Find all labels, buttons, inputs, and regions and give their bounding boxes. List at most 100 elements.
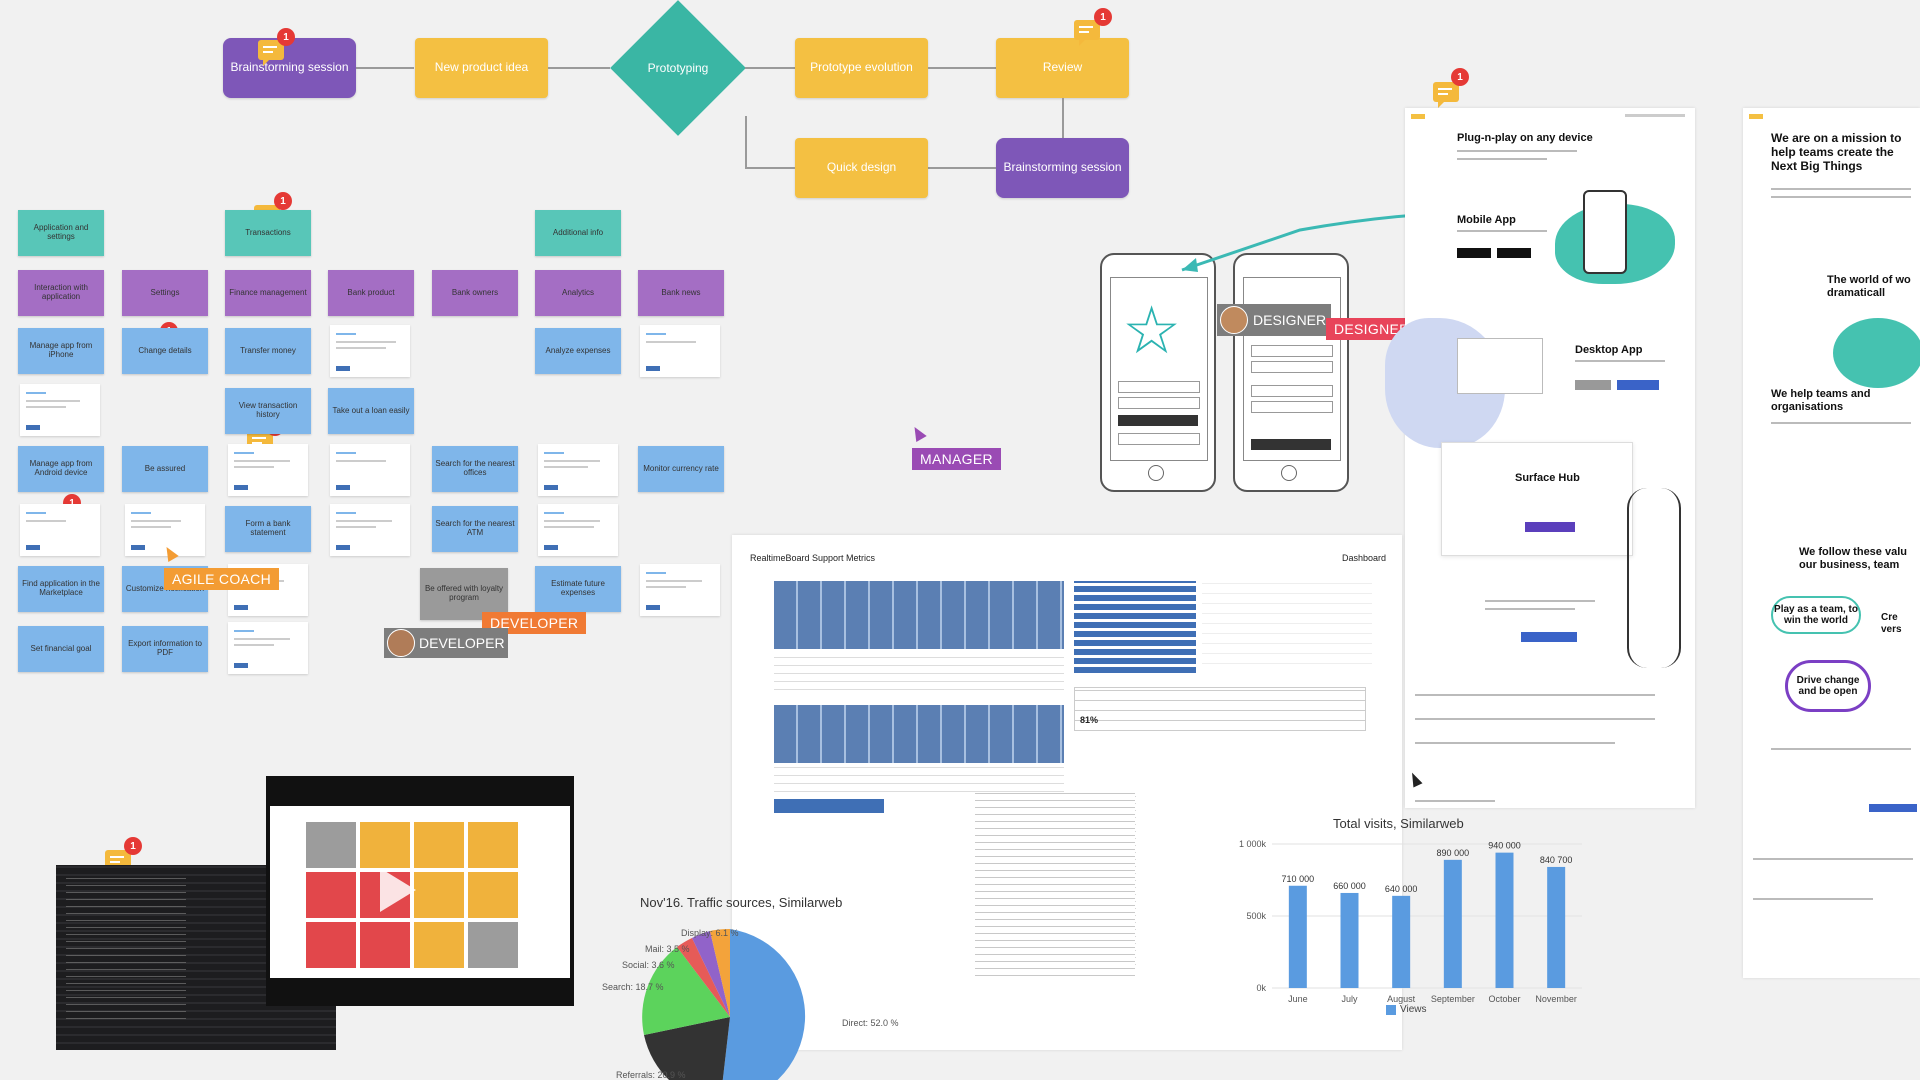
pie-label: Direct: 52.0 % <box>842 1018 899 1028</box>
site-heading-help: We help teams and organisations <box>1771 388 1871 413</box>
data-label: 640 000 <box>1385 884 1418 894</box>
pie-slice-social <box>677 938 730 1017</box>
document-text <box>975 792 1135 982</box>
designer-badge: DESIGNER <box>1217 304 1331 336</box>
flow-node-review[interactable]: Review <box>996 38 1129 98</box>
person-illustration <box>1627 488 1681 668</box>
logo-icon <box>1411 114 1425 119</box>
site-heading-follow: We follow these valu our business, team <box>1799 546 1907 571</box>
metrics-table <box>774 705 1064 763</box>
comment-icon[interactable] <box>1433 82 1459 108</box>
x-tick-label: September <box>1431 994 1475 1004</box>
sticky-note[interactable]: View transaction history <box>225 388 311 434</box>
avatar <box>387 629 415 657</box>
agile-coach-tag: AGILE COACH <box>164 568 279 590</box>
flow-node-prototype-evolution[interactable]: Prototype evolution <box>795 38 928 98</box>
task-card[interactable] <box>330 325 410 377</box>
task-card[interactable] <box>538 444 618 496</box>
sticky-note[interactable]: Change details <box>122 328 208 374</box>
play-icon[interactable] <box>380 868 416 912</box>
task-card[interactable] <box>125 504 205 556</box>
flow-node-quick-design[interactable]: Quick design <box>795 138 928 198</box>
phone-illustration <box>1583 190 1627 274</box>
flow-node-prototyping: Prototyping <box>647 61 709 75</box>
sticky-note[interactable]: Manage app from Android device <box>18 446 104 492</box>
flow-arrow <box>548 67 610 69</box>
metrics-table <box>774 651 1064 697</box>
download-button[interactable] <box>1575 380 1611 390</box>
sticky-note[interactable]: Form a bank statement <box>225 506 311 552</box>
pie-label: Display: 6.1 % <box>681 928 739 938</box>
sticky-note[interactable]: Search for the nearest offices <box>432 446 518 492</box>
play-store-button[interactable] <box>1497 248 1531 258</box>
sticky-note[interactable]: Search for the nearest ATM <box>432 506 518 552</box>
flow-node-brainstorming-session-2[interactable]: Brainstorming session <box>996 138 1129 198</box>
task-card[interactable] <box>228 444 308 496</box>
task-card[interactable] <box>640 564 720 616</box>
notification-badge: 1 <box>124 837 142 855</box>
phone-wireframe-right[interactable] <box>1233 253 1349 492</box>
pie-slice-display <box>710 928 730 1017</box>
notification-badge: 1 <box>1451 68 1469 86</box>
cta-button[interactable] <box>1525 522 1575 532</box>
comment-icon[interactable] <box>258 40 284 66</box>
flow-arrow <box>928 167 996 169</box>
pie-label: Mail: 3.5 % <box>645 944 690 954</box>
task-card[interactable] <box>228 622 308 674</box>
phone-wireframe-left[interactable]: ☆ <box>1100 253 1216 492</box>
app-store-button[interactable] <box>1457 248 1491 258</box>
data-label: 840 700 <box>1540 855 1573 865</box>
sticky-note[interactable]: Take out a loan easily <box>328 388 414 434</box>
task-card[interactable] <box>330 504 410 556</box>
sticky-note[interactable]: Transfer money <box>225 328 311 374</box>
video-player[interactable] <box>266 776 574 1006</box>
sticky-note[interactable]: Analyze expenses <box>535 328 621 374</box>
sticky-note[interactable]: Additional info <box>535 210 621 256</box>
site-heading-surface: Surface Hub <box>1515 472 1580 484</box>
site-heading-mobile: Mobile App <box>1457 214 1516 226</box>
notification-badge: 1 <box>274 192 292 210</box>
sticky-note[interactable]: Application and settings <box>18 210 104 256</box>
x-tick-label: July <box>1341 994 1358 1004</box>
sticky-note[interactable]: Monitor currency rate <box>638 446 724 492</box>
task-card[interactable] <box>538 504 618 556</box>
metrics-bar-chart <box>1074 581 1196 673</box>
sticky-note[interactable]: Estimate future expenses <box>535 566 621 612</box>
developer-badge: DEVELOPER <box>384 628 508 658</box>
x-tick-label: November <box>1535 994 1577 1004</box>
comment-icon[interactable] <box>1074 20 1100 46</box>
sticky-note[interactable]: Analytics <box>535 270 621 316</box>
metrics-title: RealtimeBoard Support Metrics <box>750 553 876 563</box>
sticky-note[interactable]: Set financial goal <box>18 626 104 672</box>
sticky-note[interactable]: Find application in the Marketplace <box>18 566 104 612</box>
sticky-note[interactable]: Interaction with application <box>18 270 104 316</box>
cta-button[interactable] <box>1521 632 1577 642</box>
website-mockup-2[interactable]: We are on a mission to help teams create… <box>1743 108 1920 978</box>
sticky-note[interactable]: Settings <box>122 270 208 316</box>
sticky-note[interactable]: Transactions <box>225 210 311 256</box>
download-button[interactable] <box>1617 380 1659 390</box>
sticky-note[interactable]: Be assured <box>122 446 208 492</box>
sticky-note[interactable]: Export information to PDF <box>122 626 208 672</box>
cta-button[interactable] <box>1869 804 1917 812</box>
flow-node-brainstorming-session[interactable]: Brainstorming session <box>223 38 356 98</box>
value-badge: Cre vers <box>1881 612 1902 635</box>
task-card[interactable] <box>20 504 100 556</box>
sticky-note[interactable]: Bank product <box>328 270 414 316</box>
flow-node-new-product-idea[interactable]: New product idea <box>415 38 548 98</box>
website-mockup[interactable]: Plug-n-play on any device Mobile App Des… <box>1385 108 1695 808</box>
sticky-note[interactable]: Bank owners <box>432 270 518 316</box>
metrics-dashboard-link[interactable]: Dashboard <box>1342 553 1387 563</box>
designer-name: DESIGNER <box>1253 312 1327 328</box>
sticky-note[interactable]: Bank news <box>638 270 724 316</box>
task-card[interactable] <box>330 444 410 496</box>
task-card[interactable] <box>20 384 100 436</box>
data-label: 890 000 <box>1437 848 1470 858</box>
task-card[interactable] <box>640 325 720 377</box>
bar <box>1392 895 1411 988</box>
sticky-note-grey[interactable]: Be offered with loyalty program <box>420 568 508 620</box>
flow-arrow <box>356 67 414 69</box>
manager-tag: MANAGER <box>912 448 1001 470</box>
sticky-note[interactable]: Finance management <box>225 270 311 316</box>
sticky-note[interactable]: Manage app from iPhone <box>18 328 104 374</box>
